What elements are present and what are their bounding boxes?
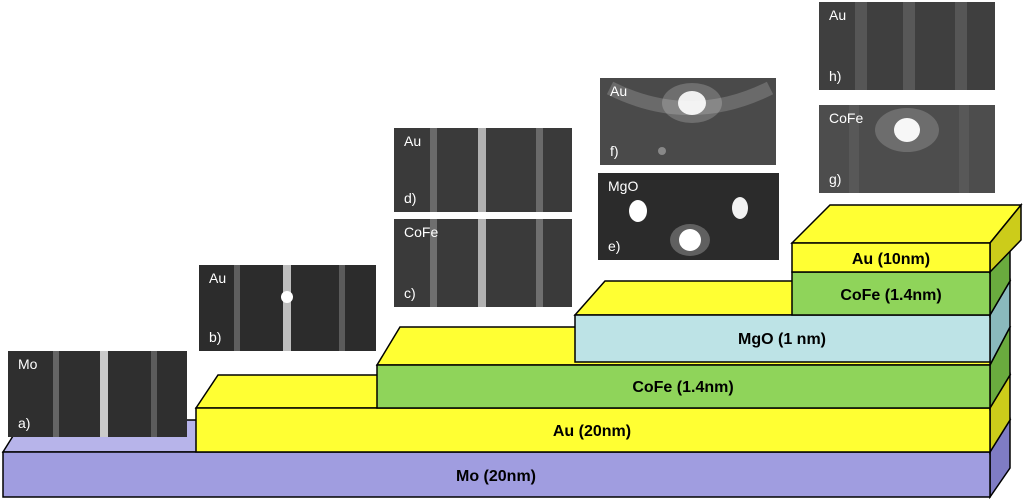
- rheed-pattern-d: Au d): [394, 128, 572, 212]
- rheed-index-label: d): [404, 190, 417, 206]
- rheed-pattern-b: Au b): [199, 265, 376, 351]
- layer-label-mgo: MgO (1 nm): [738, 331, 826, 348]
- rheed-pattern-f: Au f): [600, 78, 776, 165]
- rheed-pattern-e: MgO e): [598, 173, 779, 260]
- layer-label-au-bottom: Au (20nm): [553, 423, 631, 440]
- rheed-material-label: Au: [209, 270, 227, 286]
- rheed-index-label: g): [829, 171, 842, 187]
- rheed-pattern-c: CoFe c): [394, 219, 572, 307]
- rheed-material-label: Au: [829, 7, 847, 23]
- rheed-material-label: CoFe: [404, 224, 439, 240]
- layer-label-au-top: Au (10nm): [852, 251, 930, 268]
- rheed-index-label: e): [608, 238, 621, 254]
- rheed-material-label: Mo: [18, 356, 38, 372]
- rheed-material-label: MgO: [608, 178, 639, 194]
- rheed-material-label: Au: [610, 83, 628, 99]
- rheed-index-label: f): [610, 143, 619, 159]
- rheed-index-label: b): [209, 329, 222, 345]
- rheed-pattern-h: Au h): [819, 2, 995, 90]
- layer-label-cofe-top: CoFe (1.4nm): [840, 287, 941, 304]
- rheed-index-label: h): [829, 68, 842, 84]
- layer-label-cofe-bottom: CoFe (1.4nm): [632, 379, 733, 396]
- rheed-pattern-a: Mo a): [8, 351, 187, 437]
- layer-label-mo: Mo (20nm): [456, 468, 536, 485]
- rheed-material-label: CoFe: [829, 110, 864, 126]
- rheed-pattern-g: CoFe g): [819, 105, 995, 193]
- rheed-index-label: a): [18, 415, 31, 431]
- rheed-index-label: c): [404, 285, 416, 301]
- layer-cofe-top: CoFe (1.4nm): [791, 235, 1011, 318]
- layer-au-top: Au (10nm): [790, 202, 1023, 274]
- rheed-material-label: Au: [404, 133, 422, 149]
